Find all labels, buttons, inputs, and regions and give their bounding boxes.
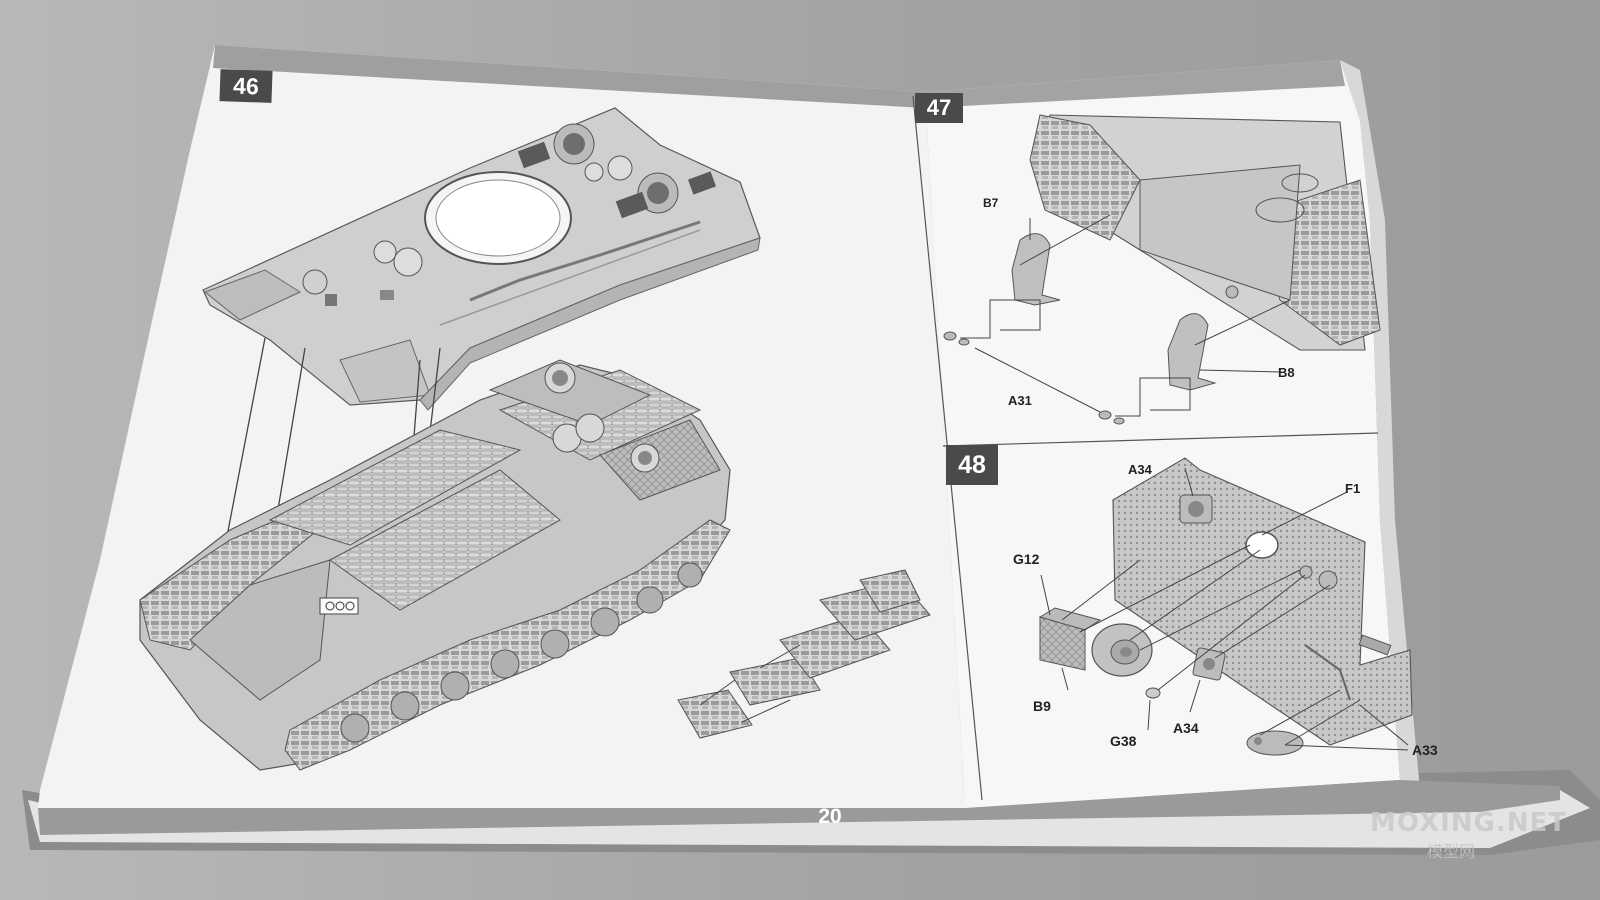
small-part-g38 — [1145, 687, 1161, 699]
part-label-f1: F1 — [1345, 481, 1361, 496]
step-48-badge: 48 — [946, 445, 998, 485]
chassis-part — [139, 359, 731, 771]
pin-a31 — [943, 331, 1125, 425]
hull-deck-part — [202, 107, 761, 411]
muffler-g12 — [1038, 607, 1102, 671]
rear-hull-part-47 — [1029, 114, 1381, 351]
part-label-g38: G38 — [1110, 733, 1137, 749]
tow-bracket-b7 — [1011, 233, 1061, 306]
hub-b9 — [1091, 623, 1153, 677]
step-divider-horizontal — [942, 432, 1379, 447]
track-link-sections — [677, 569, 931, 739]
footer-band — [38, 780, 1560, 835]
assembly-lines-48 — [1040, 467, 1409, 751]
track-link-arrows — [699, 644, 801, 723]
right-page-header-band — [925, 60, 1345, 108]
part-label-b8: B8 — [1278, 365, 1295, 380]
assembly-lines-47 — [960, 214, 1291, 417]
left-page-header-band — [213, 45, 925, 108]
part-label-a34-bottom: A34 — [1173, 720, 1199, 736]
rear-plate-part-48 — [1112, 457, 1413, 746]
watermark-logo: MOXING.NET — [1370, 808, 1568, 838]
part-label-b7: B7 — [983, 196, 999, 210]
part-label-a34-top: A34 — [1128, 462, 1152, 477]
step-46-badge: 46 — [219, 69, 273, 103]
part-label-g12: G12 — [1013, 551, 1040, 567]
page-number: 20 — [818, 805, 842, 828]
watermark-subtext: 模型网 — [1427, 842, 1476, 861]
part-label-a31: A31 — [1008, 393, 1032, 408]
right-page-edge — [1340, 60, 1420, 790]
bracket-a34-bottom — [1192, 647, 1226, 681]
part-label-b9: B9 — [1033, 698, 1051, 714]
part-label-a33: A33 — [1412, 742, 1438, 758]
tow-bracket-b8 — [1167, 313, 1217, 391]
step-47-badge: 47 — [915, 93, 963, 123]
cover-a33 — [1246, 730, 1304, 756]
